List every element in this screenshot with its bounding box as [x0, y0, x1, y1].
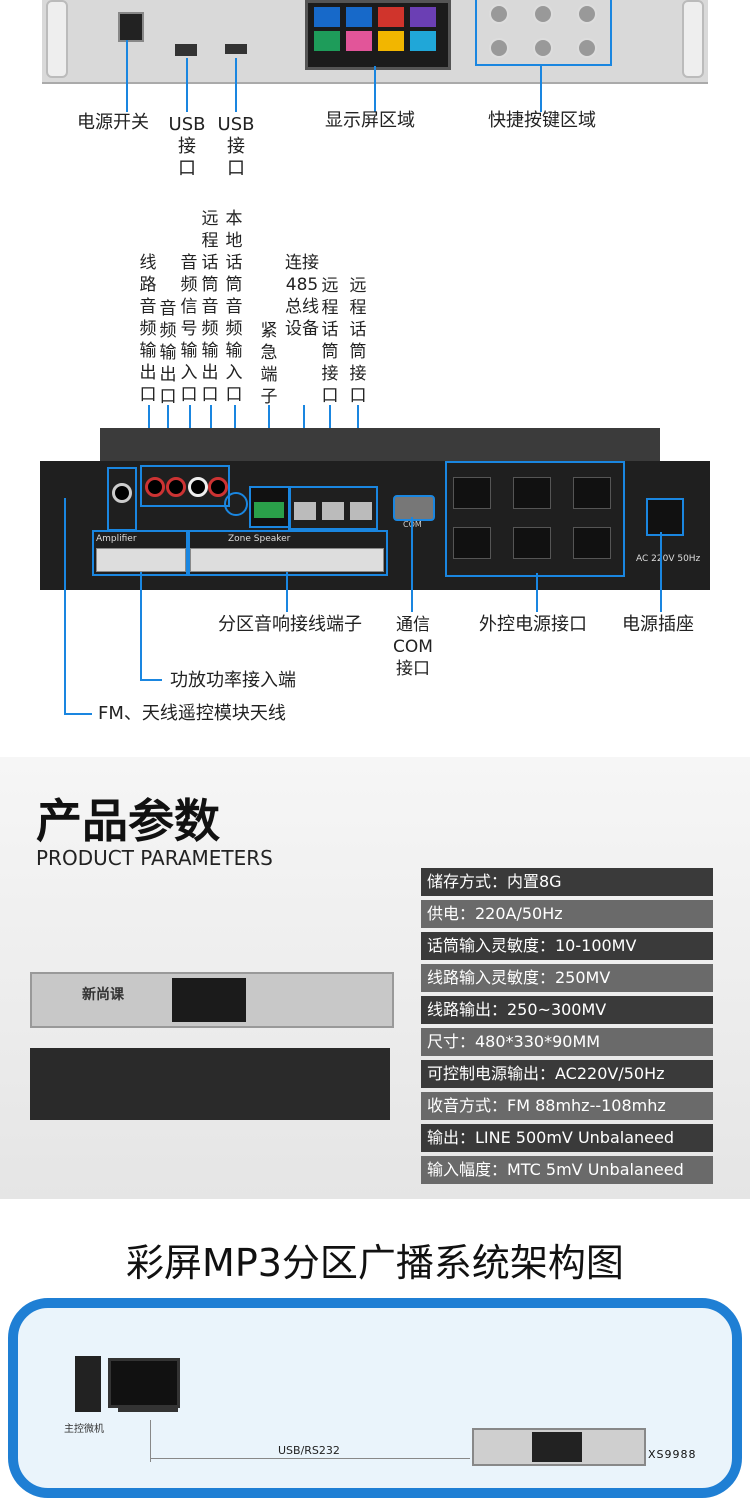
display-area-label: 显示屏区域 — [325, 110, 415, 131]
amp-input-label: 功放功率接入端 — [170, 670, 296, 691]
usb-label: USB 接 口 — [217, 114, 255, 179]
terminal-strip — [96, 548, 186, 572]
app-tile — [410, 31, 436, 51]
usb-port[interactable] — [225, 44, 247, 54]
brand-text: 新尚课 — [82, 987, 124, 1003]
device-label: XS9988 — [648, 1448, 697, 1461]
system-title: 彩屏MP3分区广播系统架构图 — [126, 1241, 624, 1285]
power-socket-label: 电源插座 — [622, 614, 694, 635]
rear-top-lid — [100, 428, 660, 464]
app-tile — [314, 31, 340, 51]
outlet-group — [445, 461, 625, 577]
power-switch[interactable] — [118, 12, 144, 42]
link-line — [150, 1458, 470, 1459]
shortcut-key[interactable] — [489, 38, 509, 58]
param-row: 话筒输入灵敏度：10-100MV — [421, 932, 713, 960]
param-row: 储存方式：内置8G — [421, 868, 713, 896]
rack-handle-left — [46, 0, 68, 78]
param-row: 尺寸：480*330*90MM — [421, 1028, 713, 1056]
com-port[interactable] — [393, 495, 435, 521]
power-socket[interactable] — [646, 498, 684, 536]
pc-keyboard — [118, 1406, 178, 1412]
ac-text: AC 220V 50Hz — [636, 554, 701, 564]
shortcut-key[interactable] — [533, 38, 553, 58]
shortcut-key[interactable] — [533, 4, 553, 24]
app-tile — [378, 31, 404, 51]
shortcut-keys — [475, 0, 612, 66]
product-front-photo: 新尚课 — [30, 972, 394, 1028]
zone-terminal-label: 分区音响接线端子 — [218, 614, 362, 635]
pc-monitor — [108, 1358, 180, 1408]
remote-mic-label: 远程话筒接口 — [321, 276, 339, 406]
rack-handle-right — [682, 0, 704, 78]
line-out-label: 线路音频输出口 — [139, 253, 157, 405]
terminal-strip — [190, 548, 384, 572]
link-line — [150, 1420, 151, 1462]
emergency-label: 紧急端子 — [260, 321, 278, 407]
app-tile — [346, 7, 372, 27]
app-tile — [378, 7, 404, 27]
zone-speaker-text: Zone Speaker — [228, 534, 291, 544]
shortcut-key[interactable] — [577, 38, 597, 58]
remote-mic-label: 远程话筒接口 — [349, 276, 367, 406]
app-tile — [410, 7, 436, 27]
params-title: 产品参数 — [36, 794, 220, 848]
param-row: 可控制电源输出：AC220V/50Hz — [421, 1060, 713, 1088]
rs485-label: 连接485总线设备 — [285, 253, 319, 339]
fm-antenna-port[interactable] — [107, 467, 137, 531]
remote-mic-out-label: 远程话筒音频输出口 — [201, 209, 219, 405]
usb-label: USB 接 口 — [168, 114, 206, 179]
audio-out-label: 音频输出口 — [159, 299, 177, 407]
pc-tower — [75, 1356, 101, 1412]
param-row: 线路输出：250~300MV — [421, 996, 713, 1024]
power-switch-label: 电源开关 — [77, 112, 149, 133]
ext-power-label: 外控电源接口 — [479, 614, 587, 635]
shortcut-key[interactable] — [489, 4, 509, 24]
shortcut-key[interactable] — [577, 4, 597, 24]
sd-slot[interactable] — [175, 44, 197, 56]
app-tile — [314, 7, 340, 27]
emergency-terminal[interactable] — [249, 486, 291, 528]
com-label: 通信COM接口 — [393, 615, 433, 679]
param-row: 线路输入灵敏度：250MV — [421, 964, 713, 992]
audio-jack-group — [140, 465, 230, 507]
audio-in-label: 音频信号输入口 — [180, 253, 198, 405]
rj45-group — [288, 486, 378, 530]
params-subtitle: PRODUCT PARAMETERS — [36, 846, 273, 870]
antenna-label: FM、天线遥控模块天线 — [98, 703, 286, 724]
pc-label: 主控微机 — [64, 1424, 104, 1435]
amplifier-text: Amplifier — [96, 534, 137, 544]
mic-jack[interactable] — [224, 492, 248, 516]
app-tile — [346, 31, 372, 51]
link-label: USB/RS232 — [278, 1444, 340, 1457]
local-mic-in-label: 本地话筒音频输入口 — [225, 209, 243, 405]
param-row: 收音方式：FM 88mhz--108mhz — [421, 1092, 713, 1120]
device-image — [472, 1428, 646, 1466]
param-row: 供电：220A/50Hz — [421, 900, 713, 928]
param-row: 输入幅度：MTC 5mV Unbalaneed — [421, 1156, 713, 1184]
display-screen — [305, 0, 451, 70]
param-row: 输出：LINE 500mV Unbalaneed — [421, 1124, 713, 1152]
product-rear-photo — [30, 1048, 390, 1120]
shortcut-area-label: 快捷按键区域 — [488, 110, 596, 131]
